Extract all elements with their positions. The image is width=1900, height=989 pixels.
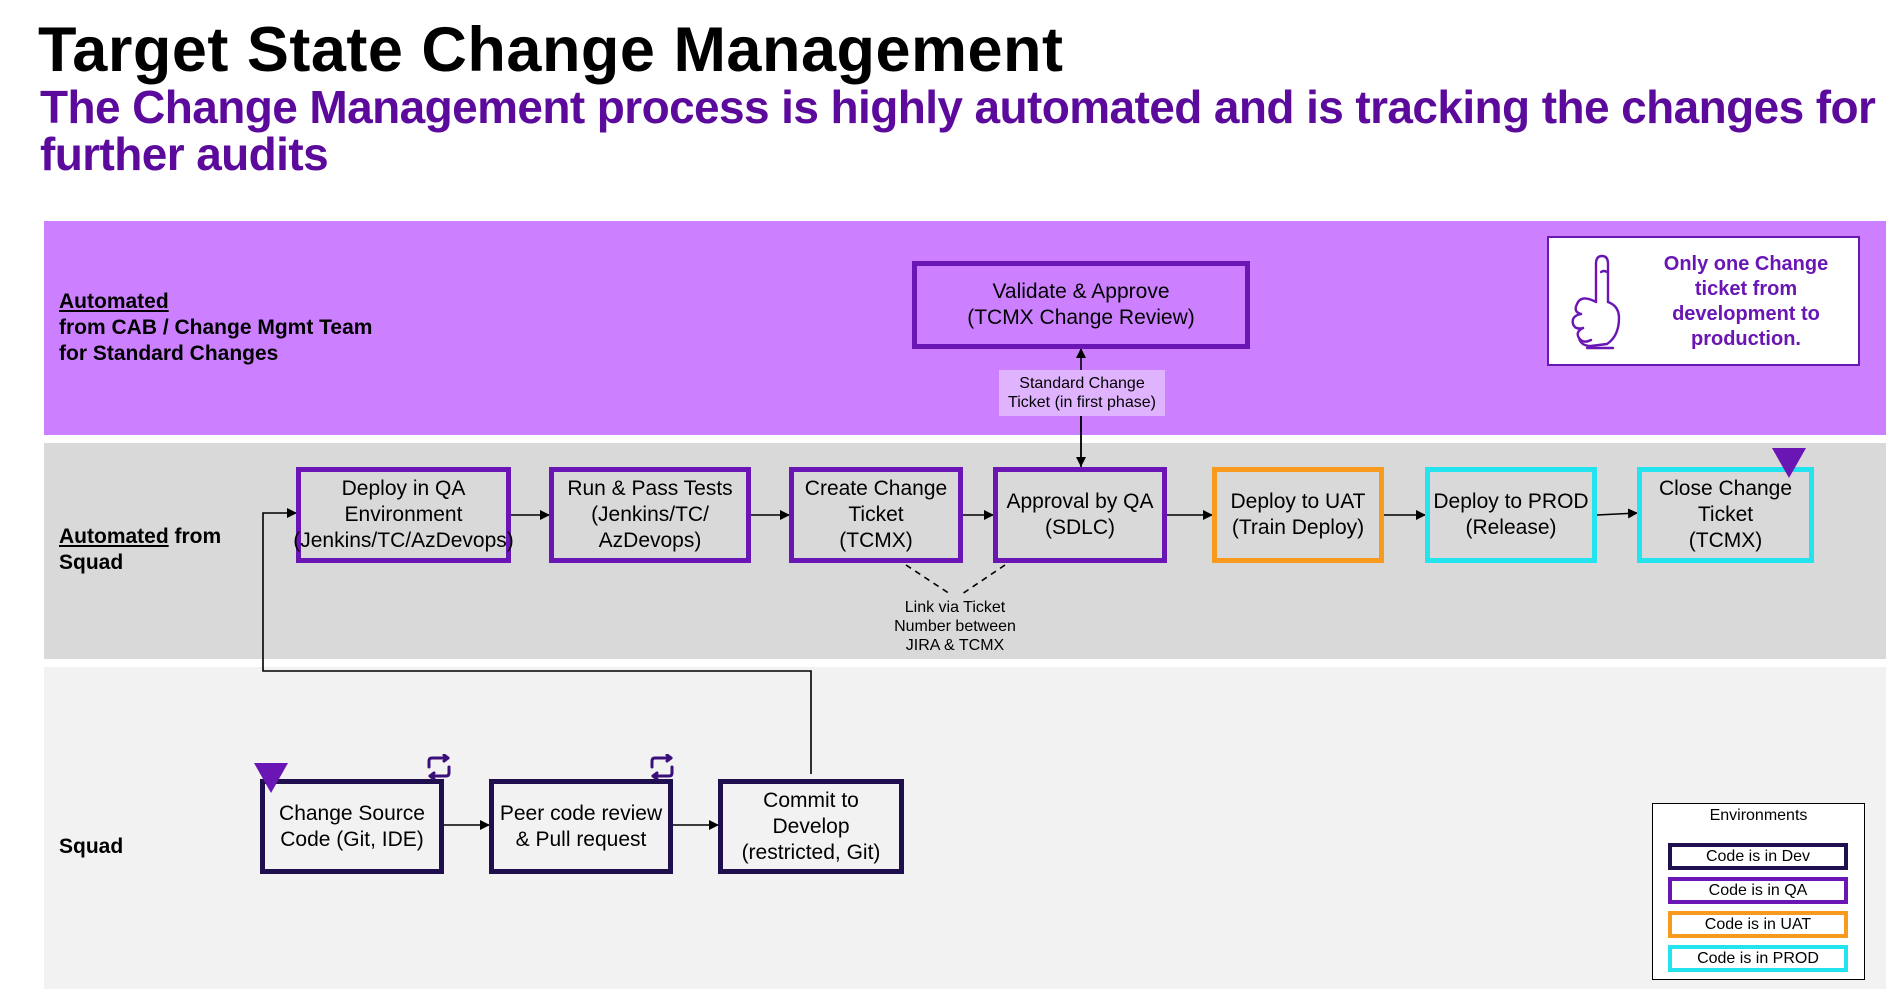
node-commit-line1: Commit to Develop [763, 788, 859, 838]
node-validate-approve: Validate & Approve (TCMX Change Review) [912, 261, 1250, 349]
lane-label-cab: Automated from CAB / Change Mgmt Team fo… [59, 289, 479, 367]
node-deploy-qa-line3: (Jenkins/TC/AzDevops) [293, 529, 514, 552]
cycle-icon [650, 754, 674, 780]
node-run-tests-line3: AzDevops) [598, 529, 702, 552]
pointing-hand-icon [1571, 254, 1621, 350]
callout-line3: development to [1672, 303, 1820, 325]
node-run-tests-line1: Run & Pass Tests [567, 477, 733, 500]
node-deploy-uat-line1: Deploy to UAT [1230, 490, 1366, 513]
arrow-prod-to-close [1596, 508, 1638, 519]
node-change-source-line2: Code (Git, IDE) [280, 827, 424, 851]
lane-label-cab-underlined: Automated [59, 290, 169, 313]
node-deploy-prod-line1: Deploy to PROD [1433, 490, 1589, 513]
node-create-ticket-line3: (TCMX) [839, 529, 913, 552]
page-title: Target State Change Management [38, 15, 1064, 85]
node-deploy-qa: Deploy in QA Environment (Jenkins/TC/AzDev… [293, 467, 514, 563]
legend-item-dev: Code is in Dev [1668, 843, 1848, 870]
node-deploy-uat: Deploy to UAT (Train Deploy) [1212, 467, 1384, 563]
lane-label-automated-underlined: Automated [59, 525, 169, 548]
page-subtitle: The Change Management process is highly … [40, 81, 1876, 180]
node-validate-line2: (TCMX Change Review) [967, 306, 1195, 329]
node-peer-code-review: Peer code review& Pull request [489, 779, 673, 874]
legend-title: Environments [1709, 807, 1808, 824]
note-link-line3: JIRA & TCMX [905, 637, 1005, 654]
callout-line4: production. [1691, 328, 1801, 350]
callout-line2: ticket from [1694, 278, 1798, 300]
node-peer-review-line2: & Pull request [515, 827, 647, 851]
node-commit-to-develop: Commit to Develop(restricted, Git) [718, 779, 904, 874]
callout-one-ticket: Only one Change ticket from development … [1547, 236, 1860, 366]
legend-item-prod: Code is in PROD [1668, 945, 1848, 972]
legend-item-qa: Code is in QA [1668, 877, 1848, 904]
node-create-ticket-line2: Ticket [848, 503, 904, 526]
lane-label-automated-rest: from [168, 525, 222, 548]
note-standard-line1: Standard Change [1019, 375, 1145, 392]
lane-label-automated-line2: Squad [59, 551, 124, 574]
node-create-ticket-line1: Create Change [804, 477, 948, 500]
callout-line1: Only one Change [1663, 253, 1829, 275]
end-triangle-icon [1772, 448, 1806, 478]
node-approval-qa-line1: Approval by QA [1006, 490, 1154, 513]
node-close-ticket-line2: Ticket [1697, 503, 1754, 526]
arrow-commit-to-deploy-qa [262, 508, 812, 774]
node-approval-qa: Approval by QA (SDLC) [993, 467, 1167, 563]
legend-item-uat: Code is in UAT [1668, 911, 1848, 938]
node-close-ticket-line1: Close Change [1658, 477, 1793, 500]
dashed-link-create-ticket [905, 564, 951, 595]
node-close-ticket-line3: (TCMX) [1688, 529, 1763, 552]
lane-label-cab-line3: for Standard Changes [59, 342, 279, 365]
start-triangle-icon [254, 763, 288, 793]
legend-environments: Environments Code is in Dev Code is in Q… [1652, 803, 1865, 980]
node-deploy-prod: Deploy to PROD (Release) [1425, 467, 1597, 563]
lane-label-squad: Squad [59, 835, 124, 858]
note-standard-line2: Ticket (in first phase) [1008, 394, 1156, 411]
node-run-tests-line2: (Jenkins/TC/ [591, 503, 709, 526]
node-deploy-qa-line1: Deploy in QA [341, 477, 466, 500]
node-peer-review-line1: Peer code review [499, 801, 663, 825]
dashed-link-approval [961, 564, 1006, 595]
node-deploy-uat-line2: (Train Deploy) [1231, 516, 1365, 539]
cycle-icon [427, 754, 451, 780]
node-validate-line1: Validate & Approve [992, 280, 1170, 303]
node-deploy-qa-line2: Environment [344, 503, 463, 526]
lane-label-automated: Automated from Squad [59, 524, 279, 576]
node-commit-line2: (restricted, Git) [741, 840, 881, 864]
node-change-source-line1: Change Source [279, 801, 425, 825]
node-deploy-prod-line2: (Release) [1465, 516, 1557, 539]
node-approval-qa-line2: (SDLC) [1044, 516, 1115, 539]
note-link-line1: Link via Ticket [904, 599, 1006, 616]
lane-label-cab-line2: from CAB / Change Mgmt Team [59, 316, 373, 339]
note-link-line2: Number between [894, 618, 1016, 635]
node-run-tests: Run & Pass Tests (Jenkins/TC/AzDevops) [549, 467, 751, 563]
callout-text: Only one Change ticket from development … [1641, 252, 1851, 352]
